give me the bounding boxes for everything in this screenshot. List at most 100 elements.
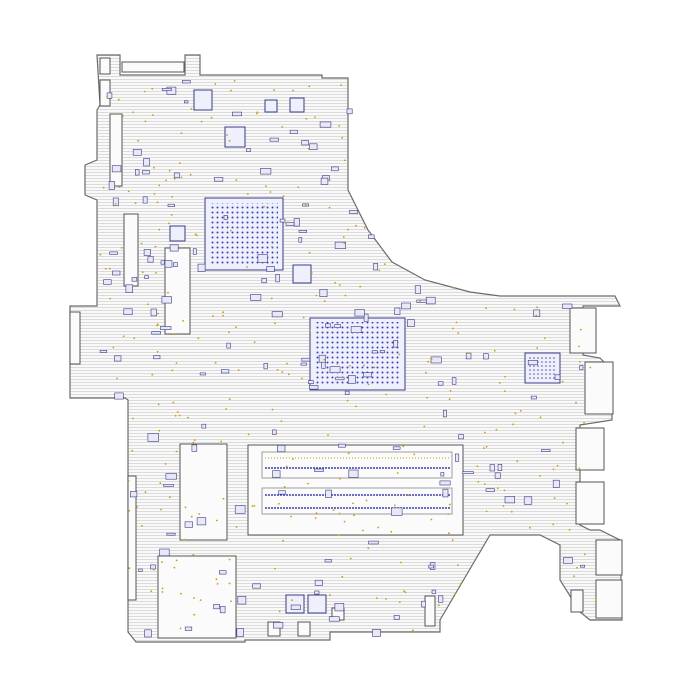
test-point (314, 116, 316, 119)
smd-part (309, 143, 318, 151)
smd-part (99, 350, 108, 353)
test-point (449, 389, 452, 392)
test-point (347, 452, 350, 455)
smd-part (167, 203, 175, 207)
top-connector (121, 61, 185, 73)
test-point (385, 598, 387, 600)
test-points (99, 80, 597, 632)
test-point (184, 506, 187, 509)
smd-part (279, 218, 286, 223)
test-point (192, 441, 195, 444)
smd-part (192, 248, 197, 255)
smd-part (166, 532, 176, 536)
smd-part (425, 296, 436, 305)
smd-part (371, 350, 378, 354)
test-point (215, 578, 218, 581)
test-point (407, 494, 410, 497)
test-point (353, 514, 355, 517)
test-point (485, 510, 488, 513)
test-point (151, 373, 154, 376)
smd-part (319, 121, 332, 128)
test-point (513, 308, 516, 311)
test-point (336, 363, 339, 365)
test-point (412, 629, 414, 632)
test-point (393, 504, 396, 507)
smd-part (263, 362, 268, 370)
test-point (484, 431, 486, 434)
test-point (355, 224, 357, 227)
smd-part (160, 326, 172, 330)
test-point (455, 321, 458, 324)
test-point (338, 512, 341, 515)
smd-part (301, 357, 311, 362)
smd-part (489, 464, 495, 472)
test-point (383, 263, 386, 265)
test-point (173, 178, 176, 180)
smd-part (348, 210, 358, 214)
test-point (230, 89, 232, 92)
test-point (235, 326, 237, 329)
test-point (529, 526, 531, 529)
test-point (347, 228, 349, 231)
test-point (430, 518, 433, 521)
smd-part (201, 423, 207, 429)
smd-part (108, 181, 115, 190)
test-point (454, 593, 456, 595)
test-point (120, 247, 123, 249)
smd-part (300, 362, 307, 366)
smd-part (325, 323, 331, 328)
test-point (256, 111, 259, 114)
smd-part (173, 262, 178, 267)
test-point (214, 361, 217, 364)
smd-part (334, 602, 345, 612)
test-point (175, 559, 178, 562)
smd-part (252, 583, 261, 589)
smd-part (401, 302, 411, 310)
test-point (485, 445, 488, 448)
smd-part (106, 92, 113, 99)
test-point (503, 489, 506, 492)
test-point (199, 599, 202, 601)
test-point (552, 523, 555, 526)
smd-part (497, 463, 503, 471)
test-point (160, 508, 162, 511)
test-point (310, 272, 313, 274)
test-point (175, 450, 178, 453)
test-point (287, 221, 289, 224)
smd-part (246, 148, 251, 153)
smd-part (414, 285, 421, 294)
test-point (287, 373, 290, 376)
smd-part (451, 377, 457, 385)
test-point (246, 266, 248, 268)
test-point (327, 434, 329, 436)
test-point (396, 472, 399, 474)
smd-part (421, 600, 426, 608)
smd-part (527, 359, 538, 366)
left-edge-connector (69, 311, 81, 365)
test-point (292, 458, 294, 460)
smd-part (363, 313, 369, 322)
test-point (172, 333, 175, 336)
test-point (402, 445, 405, 448)
test-point (212, 315, 214, 318)
smd-part (114, 392, 124, 400)
test-point (495, 428, 498, 431)
smd-part (392, 446, 401, 450)
smd-part (173, 172, 180, 179)
test-point (579, 328, 582, 331)
smd-part (250, 294, 262, 301)
test-point (304, 204, 307, 206)
test-point (189, 173, 192, 176)
test-point (265, 185, 267, 188)
test-point (539, 475, 541, 477)
test-point (274, 322, 276, 325)
test-point (144, 491, 147, 494)
test-point (493, 349, 496, 352)
test-point (106, 95, 108, 98)
smd-part (271, 311, 283, 318)
test-point (222, 314, 224, 317)
test-point (140, 242, 143, 245)
test-point (583, 421, 585, 424)
test-point (171, 196, 174, 198)
